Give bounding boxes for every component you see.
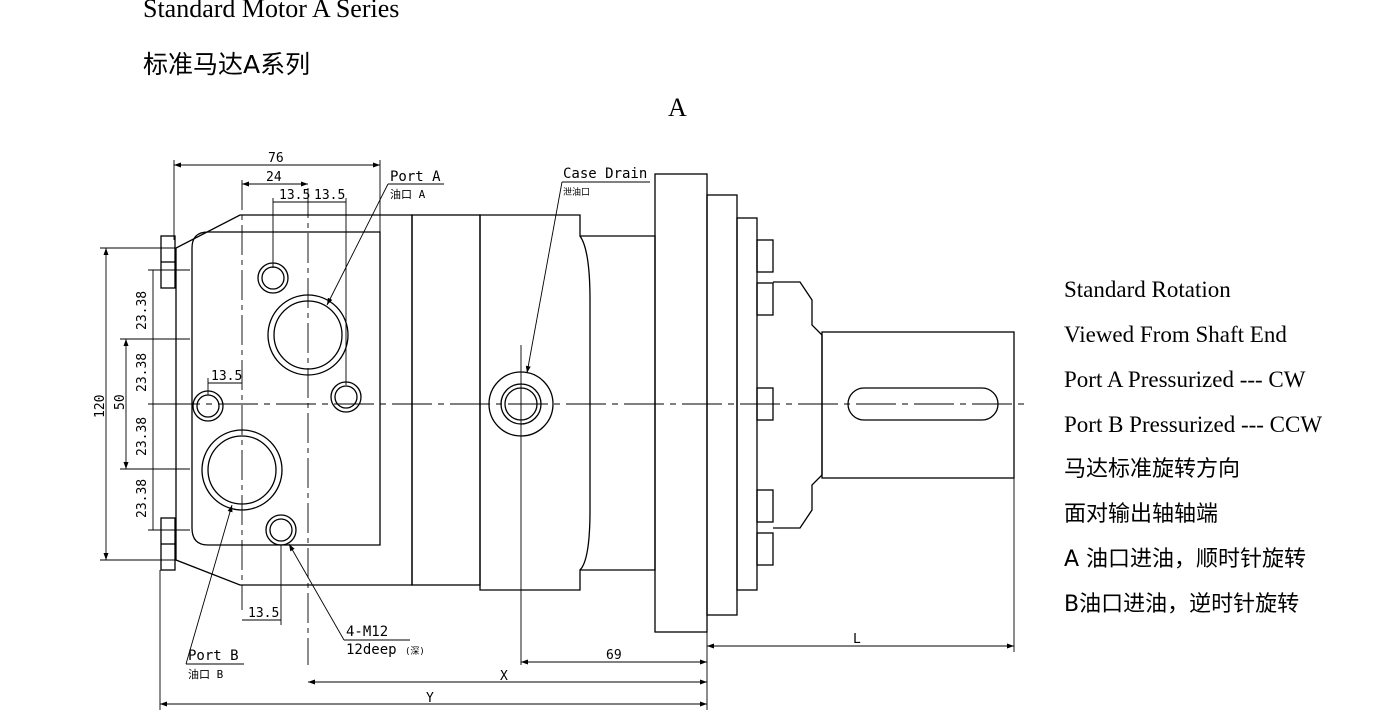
gerotor-section: [411, 214, 481, 586]
dim-Y: Y: [426, 691, 434, 706]
title-chinese: 标准马达A系列: [143, 50, 311, 79]
dim-13-5-top-left: 13.5: [279, 188, 310, 203]
output-shaft: [821, 331, 1015, 479]
motor-body: [479, 214, 656, 591]
thread-depth-label-cn: (深): [405, 646, 425, 657]
dim-X: X: [500, 669, 508, 684]
dim-23-38-a: 23.38: [135, 291, 150, 330]
dim-23-38-c: 23.38: [135, 417, 150, 456]
dim-50: 50: [113, 394, 128, 410]
note-standard-rotation: Standard Rotation: [1064, 277, 1231, 302]
dim-23-38-b: 23.38: [135, 353, 150, 392]
dim-13-5-top-right: 13.5: [314, 188, 345, 203]
note-cn-standard-rotation: 马达标准旋转方向: [1064, 457, 1241, 482]
mounting-flange: [654, 173, 708, 633]
dim-L: L: [853, 632, 861, 647]
dim-76: 76: [268, 151, 284, 166]
dim-23-38-d: 23.38: [135, 479, 150, 518]
thread-spec-label: 4-M12: [346, 624, 388, 640]
port-a-label-cn: 油口 A: [390, 187, 426, 201]
leader-lines: [185, 181, 650, 665]
case-drain-label-cn: 泄油口: [563, 186, 590, 198]
centerlines: [160, 180, 1030, 665]
dim-13-5-mid: 13.5: [211, 369, 242, 384]
note-port-b-ccw: Port B Pressurized --- CCW: [1064, 412, 1323, 437]
dim-69: 69: [606, 648, 622, 663]
motor-outline: [160, 173, 1015, 633]
dimension-lines: [100, 160, 1015, 710]
bearing-hub: [773, 281, 823, 529]
case-drain-label: Case Drain: [563, 166, 647, 182]
end-cover: [175, 214, 413, 586]
rotation-notes: Standard Rotation Viewed From Shaft End …: [1064, 275, 1322, 635]
port-b-label-cn: 油口 B: [188, 667, 224, 681]
note-viewed-from-shaft-end: Viewed From Shaft End: [1064, 322, 1287, 347]
note-cn-shaft-end: 面对输出轴轴端: [1064, 502, 1219, 527]
thread-depth-label: 12deep: [346, 642, 397, 658]
port-a-label: Port A: [390, 169, 441, 185]
view-label: A: [668, 93, 687, 122]
dim-13-5-bottom: 13.5: [248, 606, 279, 621]
note-cn-port-b-ccw: B油口进油，逆时针旋转: [1064, 592, 1300, 617]
dim-120: 120: [93, 395, 108, 418]
title-english: Standard Motor A Series: [143, 0, 400, 23]
note-port-a-cw: Port A Pressurized --- CW: [1064, 367, 1306, 392]
port-b-label: Port B: [188, 648, 239, 664]
note-cn-port-a-cw: A 油口进油，顺时针旋转: [1064, 547, 1307, 572]
dim-24: 24: [266, 170, 282, 185]
